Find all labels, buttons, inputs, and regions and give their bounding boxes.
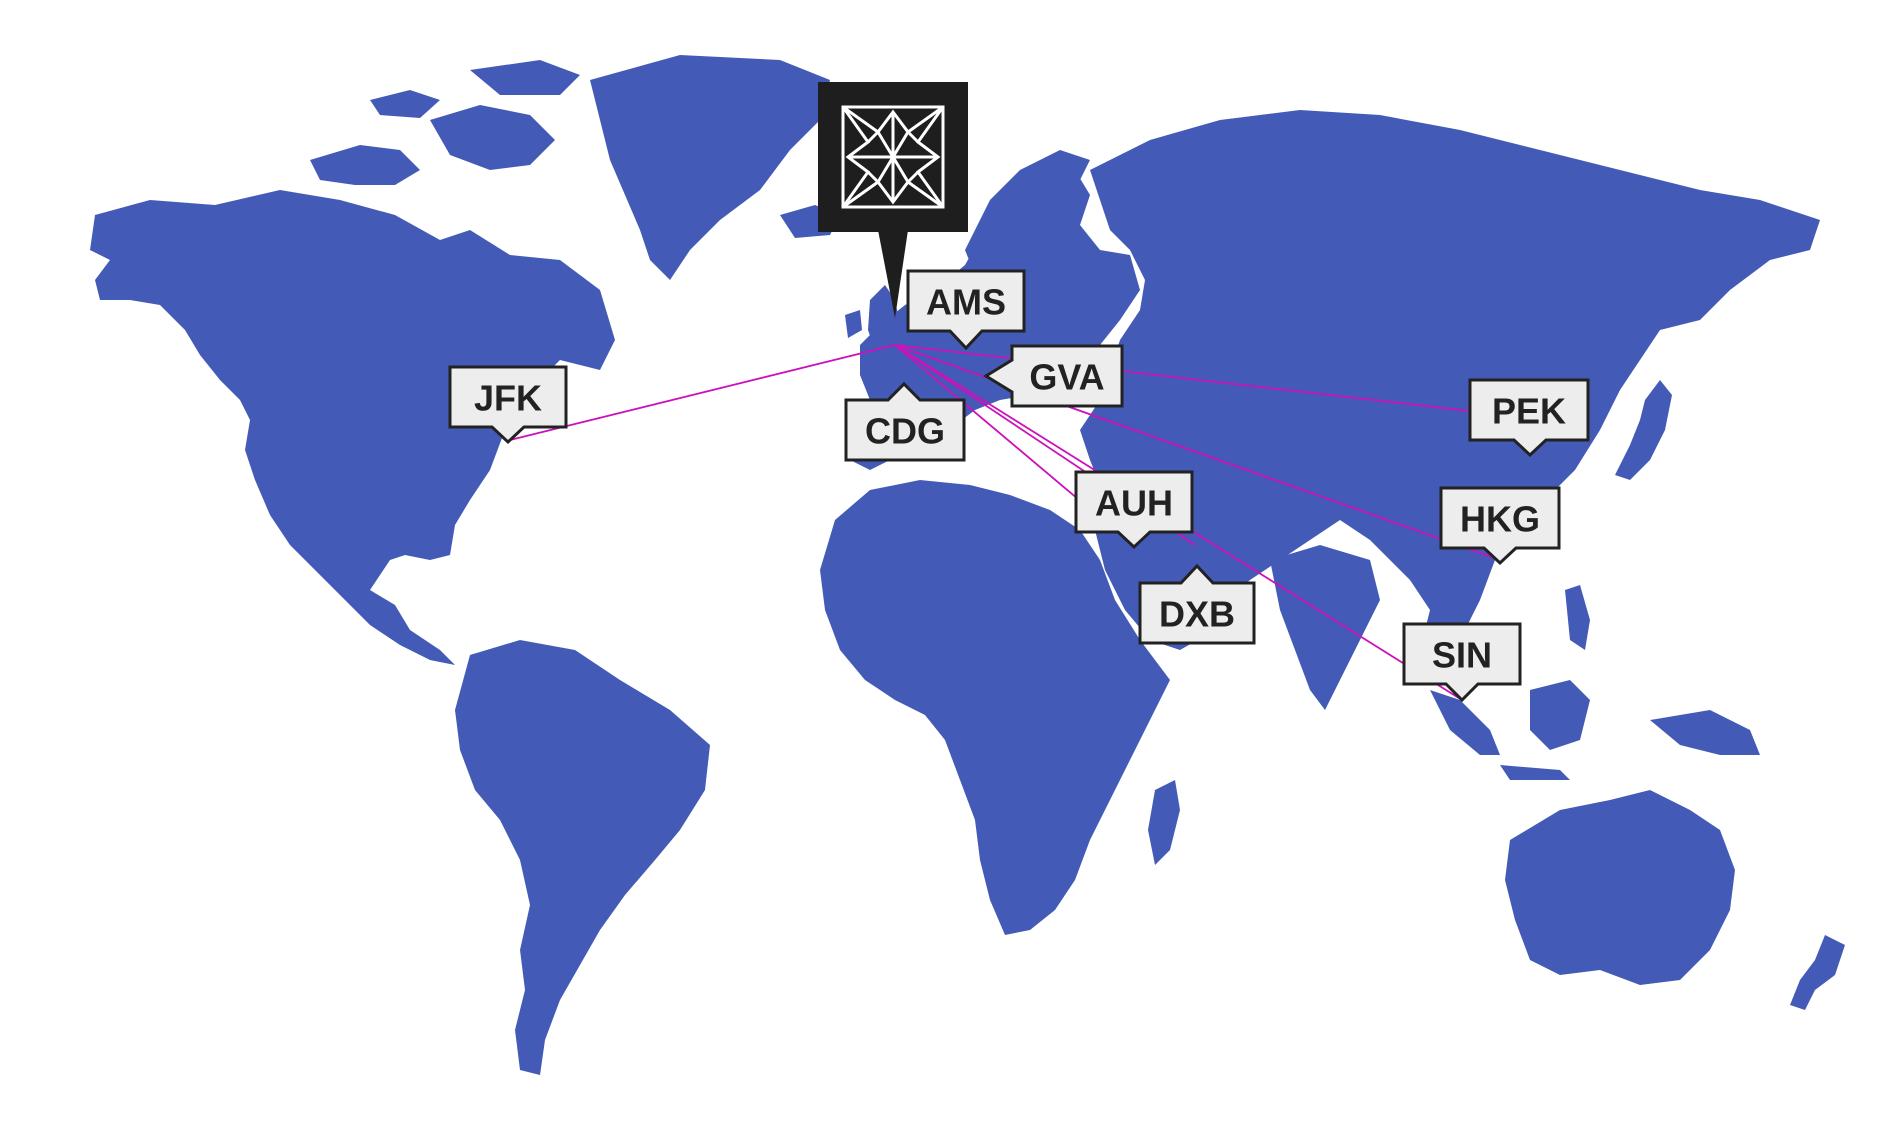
land-japan bbox=[1615, 380, 1672, 480]
hub-marker-pointer bbox=[878, 230, 908, 318]
airport-tag-box bbox=[844, 381, 966, 462]
airport-code-label: PEK bbox=[1492, 391, 1566, 432]
airport-code-label: AMS bbox=[926, 282, 1006, 323]
airport-tag-box bbox=[983, 344, 1124, 408]
airport-code-label: GVA bbox=[1029, 357, 1104, 398]
land-australia bbox=[1505, 790, 1735, 985]
land-north-america bbox=[90, 190, 615, 665]
airport-tags: JFK AMS GVA CDG PEK AUH HKG DXB SIN bbox=[448, 269, 1590, 703]
airport-code-label: SIN bbox=[1432, 635, 1492, 676]
airport-code-label: JFK bbox=[474, 378, 542, 419]
airport-tag-sin[interactable]: SIN bbox=[1402, 622, 1522, 703]
airport-tag-box bbox=[1468, 378, 1590, 458]
airport-tag-cdg[interactable]: CDG bbox=[844, 381, 966, 462]
airport-tag-box bbox=[1439, 486, 1561, 566]
land-arctic-islands bbox=[430, 105, 555, 170]
land-ireland bbox=[845, 310, 862, 338]
airport-tag-box bbox=[448, 365, 568, 445]
airport-tag-box bbox=[1138, 563, 1256, 645]
airport-tag-hkg[interactable]: HKG bbox=[1439, 486, 1561, 566]
airport-tag-box bbox=[1074, 470, 1194, 550]
land-scandinavia bbox=[965, 150, 1090, 285]
land-new-zealand bbox=[1790, 935, 1845, 1010]
airport-tag-box bbox=[1402, 622, 1522, 703]
land-south-america bbox=[455, 640, 710, 1075]
airport-tag-gva[interactable]: GVA bbox=[983, 344, 1124, 408]
land-arctic-islands bbox=[370, 90, 440, 118]
route-line-pek bbox=[894, 344, 1531, 419]
land-arctic-islands bbox=[310, 145, 420, 185]
airport-code-label: HKG bbox=[1460, 499, 1540, 540]
airport-code-label: DXB bbox=[1159, 594, 1235, 635]
airport-tag-pek[interactable]: PEK bbox=[1468, 378, 1590, 458]
airport-tag-auh[interactable]: AUH bbox=[1074, 470, 1194, 550]
airport-tag-dxb[interactable]: DXB bbox=[1138, 563, 1256, 645]
land-madagascar bbox=[1148, 780, 1180, 865]
land-arctic-islands bbox=[470, 60, 580, 95]
route-line-jfk bbox=[509, 344, 896, 441]
land-sumatra bbox=[1430, 690, 1500, 755]
land-india bbox=[1270, 545, 1380, 710]
land-asia bbox=[1080, 110, 1820, 670]
star-tile-logo-icon bbox=[841, 105, 945, 209]
airport-tag-box bbox=[906, 269, 1026, 351]
land-africa bbox=[820, 480, 1170, 935]
land-new-guinea bbox=[1650, 710, 1760, 755]
airport-code-label: CDG bbox=[865, 411, 945, 452]
airport-tag-jfk[interactable]: JFK bbox=[448, 365, 568, 445]
continents bbox=[90, 55, 1845, 1075]
land-greenland bbox=[590, 55, 830, 280]
land-borneo bbox=[1530, 680, 1590, 750]
airport-tag-ams[interactable]: AMS bbox=[906, 269, 1026, 351]
airport-code-label: AUH bbox=[1095, 483, 1173, 524]
land-philippines bbox=[1565, 585, 1590, 650]
hub-marker[interactable] bbox=[818, 82, 968, 318]
land-java bbox=[1500, 765, 1570, 780]
